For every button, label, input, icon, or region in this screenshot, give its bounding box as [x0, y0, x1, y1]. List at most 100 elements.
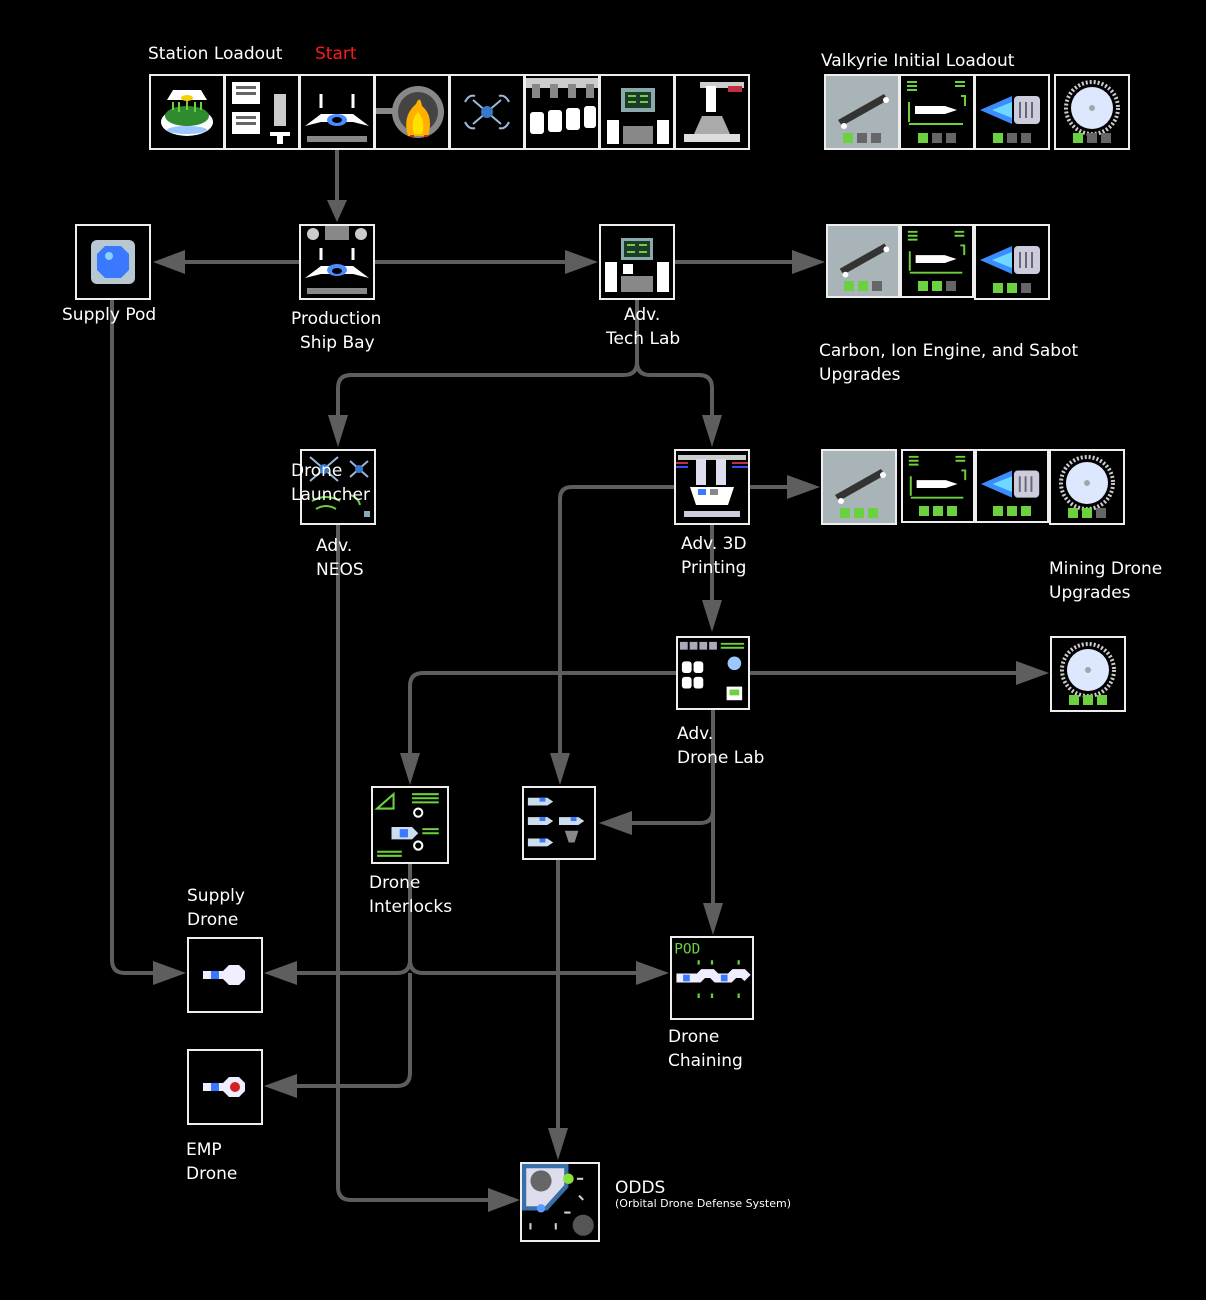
carbon-armor-upgrade[interactable] [826, 224, 900, 298]
fabricator-icon[interactable] [224, 74, 300, 150]
drone-interlocks-label-1: Drone [369, 873, 421, 893]
level-pip-filled [993, 506, 1003, 516]
ship-bay-icon[interactable] [299, 74, 375, 150]
odds-label: ODDS [615, 1178, 666, 1198]
ion-engine-icon [980, 246, 1040, 274]
arrowhead [488, 1188, 520, 1212]
level-pip-filled [1007, 283, 1017, 293]
level-pip-filled [993, 283, 1003, 293]
emp-drone-node[interactable] [187, 1049, 263, 1125]
carbon-armor-icon [839, 243, 890, 278]
ion-engine-upgrade[interactable] [974, 224, 1050, 300]
level-pip-empty [946, 133, 956, 143]
drone-chaining-node[interactable]: POD [670, 936, 754, 1020]
level-pip-empty [1021, 133, 1031, 143]
level-pips [826, 133, 898, 143]
carbon-armor-upgrade[interactable] [824, 74, 900, 150]
ion-engine-upgrade[interactable] [974, 74, 1050, 150]
hydroponics-icon[interactable] [149, 74, 225, 150]
level-pip-empty [946, 281, 956, 291]
arrowhead [153, 961, 186, 985]
arrowhead [636, 961, 669, 985]
level-pip-filled [858, 281, 868, 291]
supply-pod-node[interactable] [75, 224, 151, 300]
level-pip-empty [1096, 508, 1106, 518]
level-pip-filled [1021, 506, 1031, 516]
level-pips [828, 281, 898, 291]
carbon-armor-upgrade[interactable] [821, 449, 897, 525]
level-pip-empty [857, 133, 867, 143]
sabot-upgrade[interactable] [901, 449, 975, 523]
arrowhead [1016, 661, 1049, 685]
mining-drone-upgrade[interactable] [1054, 74, 1130, 150]
valkyrie-loadout-label: Valkyrie Initial Loadout [821, 51, 1015, 71]
mining-upgrades-label-1: Mining Drone [1049, 559, 1163, 579]
sabot-missile-icon [908, 455, 967, 499]
svg-text:POD: POD [674, 942, 700, 958]
supply-drone-label-2: Drone [187, 910, 239, 930]
reactor-icon[interactable] [374, 74, 450, 150]
cryo-pods-icon[interactable] [524, 74, 600, 150]
level-pip-empty [1101, 133, 1111, 143]
level-pip-filled [947, 506, 957, 516]
mining-drone-upgrade[interactable] [1050, 636, 1126, 712]
adv-3d-printing-node[interactable] [674, 449, 750, 525]
drone-chaining-icon: POD [674, 942, 751, 998]
arrowhead [264, 1074, 297, 1098]
sabot-upgrade[interactable] [899, 74, 975, 150]
level-pip-empty [872, 281, 882, 291]
drone-hangar-node[interactable] [522, 786, 596, 860]
wire-printing-to-hangar [558, 485, 676, 775]
drone-interlocks-node[interactable] [371, 786, 449, 864]
adv-neos-label-1: Adv. [316, 536, 353, 556]
drone-hangar-icon [527, 797, 585, 847]
adv-neos-node[interactable] [300, 449, 376, 525]
adv-tech-lab-node[interactable] [599, 224, 675, 300]
3d-printer-icon[interactable] [674, 74, 750, 150]
level-pip-empty [871, 133, 881, 143]
wire-techlab-split [336, 300, 639, 437]
emp-drone-label-2: Drone [186, 1164, 238, 1184]
level-pip-filled [868, 508, 878, 518]
arrowhead [565, 250, 598, 274]
tech-lab-icon[interactable] [599, 74, 675, 150]
adv-3d-printing-label-1: Adv. 3D [681, 534, 747, 554]
sabot-upgrade[interactable] [900, 224, 974, 298]
drone-interlocks-icon [374, 791, 439, 857]
level-pips [902, 281, 972, 291]
level-pip-filled [993, 133, 1003, 143]
level-pip-filled [843, 133, 853, 143]
emp-drone-label-1: EMP [186, 1140, 222, 1160]
adv-tech-lab-icon [605, 238, 669, 292]
level-pips [903, 506, 973, 516]
production-ship-bay-node[interactable] [299, 224, 375, 300]
level-pips [823, 508, 895, 518]
supply-drone-icon [203, 965, 245, 985]
supply-drone-label-1: Supply [187, 886, 245, 906]
arrowhead [787, 475, 820, 499]
arrowhead [599, 811, 632, 835]
level-pip-filled [1069, 695, 1079, 705]
mining-upgrades-label-2: Upgrades [1049, 583, 1131, 603]
level-pip-filled [1097, 695, 1107, 705]
level-pip-empty [1007, 133, 1017, 143]
arrowhead [550, 753, 570, 785]
adv-drone-lab-node[interactable] [676, 636, 750, 710]
odds-node[interactable] [520, 1162, 600, 1242]
mining-drone-upgrade[interactable] [1049, 449, 1125, 525]
wire-techlab-to-printing [635, 361, 714, 437]
supply-drone-node[interactable] [187, 937, 263, 1013]
level-pip-filled [844, 281, 854, 291]
level-pip-filled [1083, 695, 1093, 705]
level-pips [976, 133, 1048, 143]
supply-pod-icon [91, 240, 135, 284]
level-pips [976, 283, 1048, 293]
production-ship-bay-label-1: Production [291, 309, 382, 329]
adv-3d-printing-icon [676, 455, 748, 517]
supply-pod-label: Supply Pod [62, 305, 157, 325]
wire-interlocks-to-chaining [408, 959, 658, 975]
arrowhead [702, 600, 722, 632]
drone-icon[interactable] [449, 74, 525, 150]
ion-engine-upgrade[interactable] [975, 449, 1049, 523]
